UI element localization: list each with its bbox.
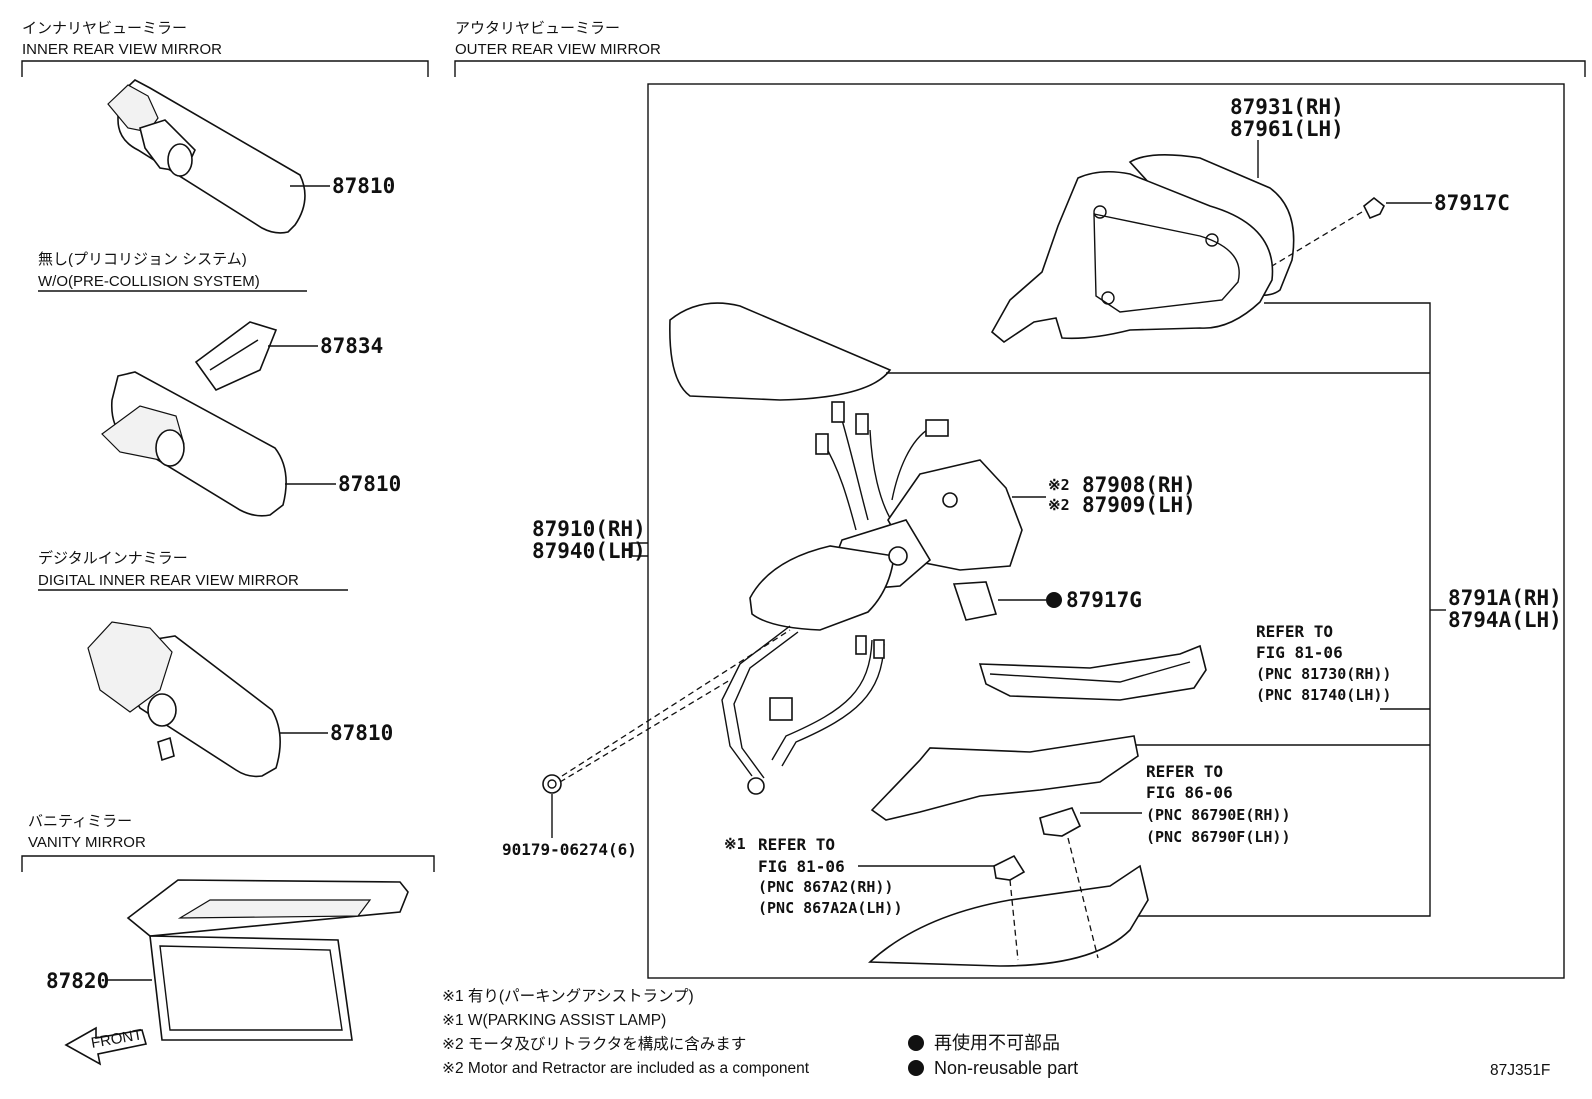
part-87917g: 87917G (1066, 588, 1142, 612)
outer-mirror-header-jp: アウタリヤビューミラー (455, 20, 620, 37)
refer3-line2: FIG 81-06 (758, 857, 845, 876)
part-8794a: 8794A(LH) (1448, 608, 1562, 632)
refer2-line1: REFER TO (1146, 762, 1223, 781)
inner-mirror-2-drawing (101, 371, 287, 517)
pad-87917g-drawing (952, 581, 998, 621)
part-87810-a: 87810 (332, 174, 395, 198)
part-87834: 87834 (320, 334, 383, 358)
non-reusable-en: Non-reusable part (934, 1058, 1078, 1078)
vanity-mirror-drawing (126, 879, 409, 1041)
bracket-8791a (1112, 302, 1431, 917)
vanity-header-en: VANITY MIRROR (28, 834, 146, 851)
refer2-line2: FIG 86-06 (1146, 783, 1233, 802)
lower-trim-drawing (870, 735, 1139, 821)
mirror-base-assembly-drawing (721, 401, 1023, 795)
turn-signal-lamp-drawing (978, 644, 1207, 701)
refer3-line4: (PNC 867A2A(LH)) (758, 899, 903, 917)
part-87908: 87908(RH) (1082, 473, 1196, 497)
outer-mirror-header-en: OUTER REAR VIEW MIRROR (455, 41, 661, 58)
digital-mirror-drawing (87, 621, 281, 778)
bottom-cover-drawing (868, 864, 1149, 967)
cover-87834-drawing (194, 321, 278, 392)
part-90179: 90179-06274(6) (502, 840, 637, 859)
non-reusable-dot-en (908, 1060, 924, 1076)
refer3-mark: ※1 (724, 835, 746, 853)
mark-2a: ※2 (1048, 476, 1070, 494)
refer3-line3: (PNC 867A2(RH)) (758, 878, 893, 896)
mirror-glass-drawing (990, 154, 1295, 343)
dash-assist-lamp (1009, 879, 1019, 961)
screw-87917c-icon (1362, 196, 1386, 220)
refer1-line1: REFER TO (1256, 622, 1333, 641)
part-87820: 87820 (46, 969, 109, 993)
part-87931: 87931(RH) (1230, 95, 1344, 119)
part-87940: 87940(LH) (532, 539, 646, 563)
dash-camera (1067, 837, 1099, 959)
note2-en: ※2 Motor and Retractor are included as a… (442, 1060, 810, 1077)
part-87961: 87961(LH) (1230, 117, 1344, 141)
note1-en: ※1 W(PARKING ASSIST LAMP) (442, 1012, 666, 1029)
figure-code: 87J351F (1490, 1062, 1550, 1079)
dash-clip-1 (561, 629, 791, 777)
part-87917c: 87917C (1434, 191, 1510, 215)
part-87810-c: 87810 (330, 721, 393, 745)
note1-jp: ※1 有り(パーキングアシストランプ) (442, 987, 694, 1005)
digital-header-en: DIGITAL INNER REAR VIEW MIRROR (38, 572, 299, 589)
clip-90179-icon (542, 774, 562, 794)
dash-clip-2 (559, 679, 731, 783)
part-87909: 87909(LH) (1082, 493, 1196, 517)
refer2-line3: (PNC 86790E(RH)) (1146, 806, 1291, 824)
assist-lamp-part-drawing (993, 854, 1026, 881)
refer1-line3: (PNC 81730(RH)) (1256, 665, 1391, 683)
note2-jp: ※2 モータ及びリトラクタを構成に含みます (442, 1035, 746, 1053)
mirror-cover-drawing (669, 302, 892, 401)
inner-mirror-bracket (21, 60, 429, 77)
inner-mirror-1-drawing (107, 79, 306, 234)
part-8791a: 8791A(RH) (1448, 586, 1562, 610)
inner-mirror-header-jp: インナリヤビューミラー (22, 20, 187, 37)
part-87810-b: 87810 (338, 472, 401, 496)
vanity-bracket (21, 855, 435, 872)
wo-pcs-header-en: W/O(PRE-COLLISION SYSTEM) (38, 273, 260, 290)
refer1-line4: (PNC 81740(LH)) (1256, 686, 1391, 704)
refer1-line2: FIG 81-06 (1256, 643, 1343, 662)
mark-2b: ※2 (1048, 496, 1070, 514)
bracket-87910 (631, 542, 648, 557)
digital-header-jp: デジタルインナミラー (38, 549, 188, 567)
inner-mirror-header-en: INNER REAR VIEW MIRROR (22, 41, 222, 58)
non-reusable-dot-87917g (1046, 592, 1062, 608)
non-reusable-dot-jp (908, 1035, 924, 1051)
outer-mirror-bracket (454, 60, 1586, 77)
dash-87917c (1271, 211, 1363, 267)
non-reusable-jp: 再使用不可部品 (934, 1033, 1060, 1053)
front-arrow-icon (64, 1026, 148, 1066)
part-87910: 87910(RH) (532, 517, 646, 541)
wo-pcs-header-jp: 無し(プリコリジョン システム) (38, 251, 247, 268)
vanity-header-jp: バニティミラー (28, 813, 132, 830)
refer3-line1: REFER TO (758, 835, 835, 854)
refer2-line4: (PNC 86790F(LH)) (1146, 828, 1291, 846)
outer-mirror-frame (647, 83, 1565, 979)
camera-part-drawing (1039, 807, 1082, 837)
